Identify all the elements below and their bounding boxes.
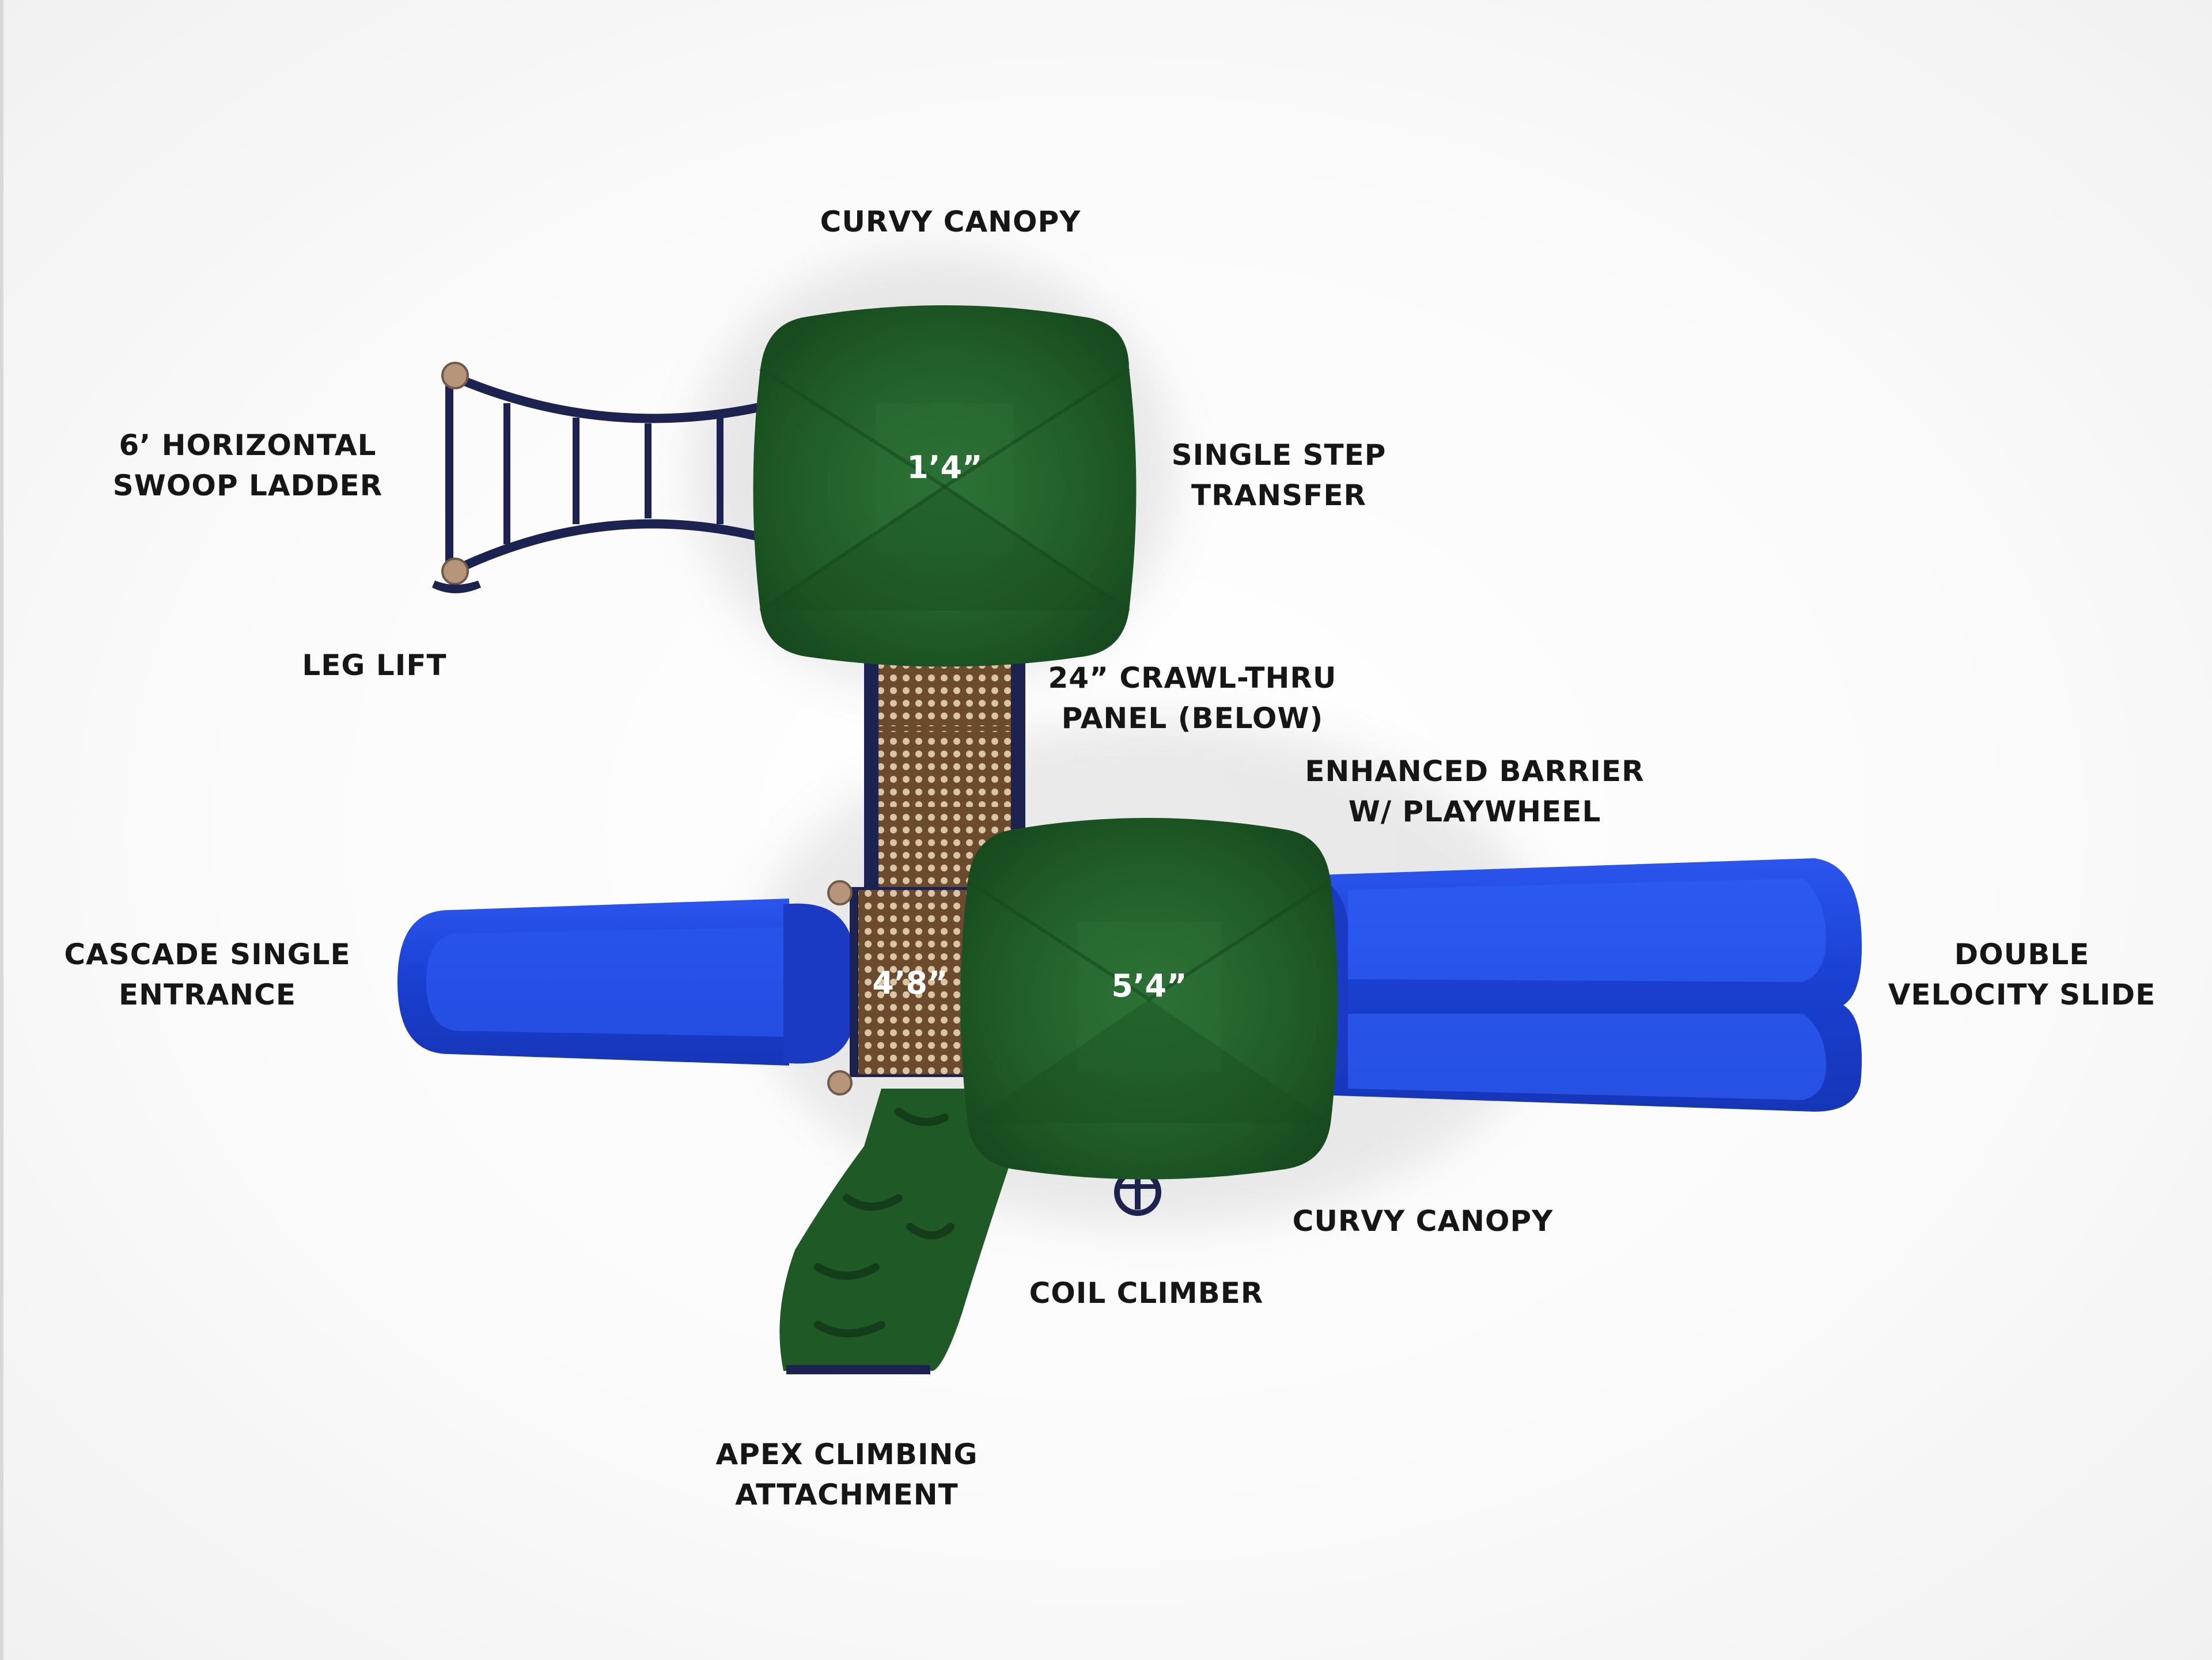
leg-lift-label: LEG LIFT [302, 649, 447, 682]
horizontal-swoop-ladder [441, 362, 782, 585]
double-velocity-slide-label: DOUBLE VELOCITY SLIDE [1888, 938, 2156, 1011]
single-step-transfer-label: SINGLE STEP TRANSFER [1171, 438, 1387, 512]
right-deck-height-label: 5’4” [1111, 968, 1187, 1004]
curvy-canopy-bottom-label: CURVY CANOPY [1292, 1204, 1554, 1238]
cascade-single-entrance-label: CASCADE SINGLE ENTRANCE [64, 938, 351, 1011]
curvy-canopy-right: 5’4” [960, 818, 1338, 1180]
left-edge-line [0, 0, 3, 1660]
apex-climbing-attachment-label: APEX CLIMBING ATTACHMENT [715, 1438, 978, 1511]
crawl-thru-panel [864, 645, 1025, 899]
cascade-single-entrance [397, 899, 850, 1066]
coil-climber-label: COIL CLIMBER [1029, 1276, 1264, 1310]
curvy-canopy-top: 1’4” [753, 305, 1137, 667]
apex-climbing-attachment [779, 1089, 1020, 1374]
curvy-canopy-top-label: CURVY CANOPY [820, 205, 1081, 238]
top-deck-height-label: 1’4” [907, 449, 982, 486]
middle-deck-height-label: 4’8” [872, 965, 948, 1001]
double-velocity-slide [1290, 858, 1862, 1112]
leg-lift [432, 581, 481, 593]
swoop-ladder-label: 6’ HORIZONTAL SWOOP LADDER [112, 429, 383, 502]
enhanced-barrier-label: ENHANCED BARRIER W/ PLAYWHEEL [1305, 755, 1645, 828]
middle-deck [827, 880, 982, 1096]
crawl-thru-panel-label: 24” CRAWL-THRU PANEL (BELOW) [1048, 661, 1337, 735]
